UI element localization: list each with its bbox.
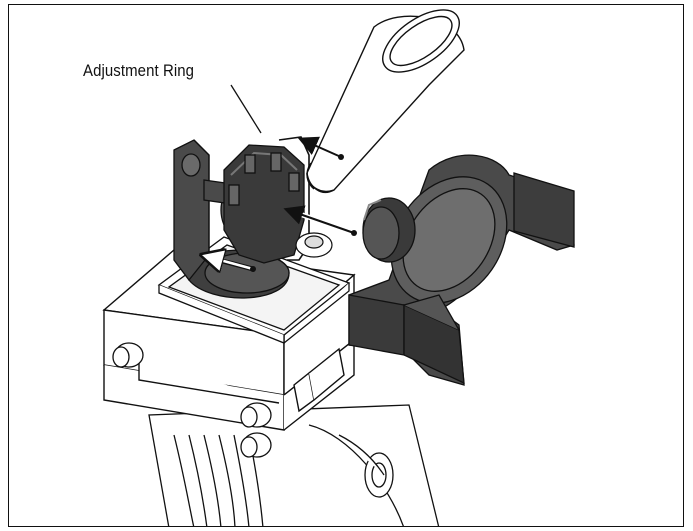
illustration-frame: Adjustment Ring xyxy=(8,4,684,527)
phone-holder-clamp xyxy=(348,154,575,386)
callout-leader-line xyxy=(230,84,262,134)
camera-handle xyxy=(306,9,465,193)
pan-knob xyxy=(112,342,272,458)
tripod-head xyxy=(148,404,440,526)
plate-screw xyxy=(295,232,333,258)
adjustment-ring xyxy=(223,136,310,264)
assembly-arrow-clamp xyxy=(283,205,357,236)
assembly-illustration xyxy=(102,9,575,526)
clamp-knob xyxy=(362,197,416,263)
callout-label-adjustment-ring: Adjustment Ring xyxy=(83,61,195,80)
assembly-arrow-handle xyxy=(297,136,344,160)
assembly-arrow-bracket xyxy=(207,257,256,272)
